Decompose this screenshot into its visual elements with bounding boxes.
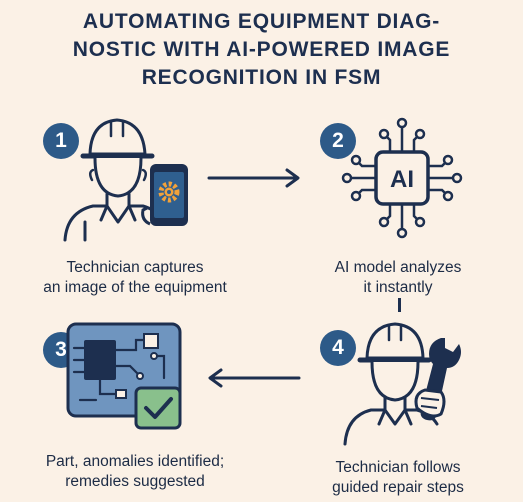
step-2-caption: AI model analyzes it instantly <box>334 259 462 296</box>
ai-chip-icon: AI <box>341 117 463 239</box>
step-1-badge: 1 <box>43 123 79 159</box>
connector-line <box>398 298 401 312</box>
step-2-badge: 2 <box>320 123 356 159</box>
step-3-caption: Part, anomalies identified; remedies sug… <box>45 453 225 490</box>
step-4-badge: 4 <box>320 330 356 366</box>
ai-chip-label: AI <box>390 166 414 193</box>
title-line-1: AUTOMATING EQUIPMENT DIAG- <box>82 10 441 33</box>
arrow-left-icon <box>208 368 301 388</box>
title-line-3: RECOGNITION IN FSM <box>141 66 382 89</box>
step-4-caption: Technician follows guided repair steps <box>332 459 464 496</box>
worker-wrench-icon <box>343 322 461 446</box>
circuit-board-icon <box>66 322 182 430</box>
page-title: AUTOMATING EQUIPMENT DIAG- NOSTIC WITH A… <box>0 8 523 92</box>
title-line-2: NOSTIC WITH AI-POWERED IMAGE <box>72 38 451 61</box>
worker-phone-icon <box>63 118 188 242</box>
checkmark-icon <box>144 397 173 419</box>
step-1-caption: Technician captures an image of the equi… <box>43 259 227 296</box>
arrow-right-icon <box>207 168 300 188</box>
